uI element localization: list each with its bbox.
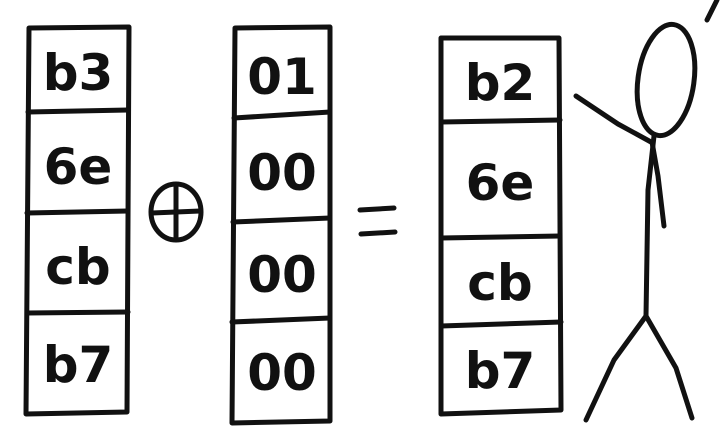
cell-label: b2 (465, 54, 536, 112)
cell-label: cb (467, 254, 532, 312)
cell-label: 00 (247, 246, 317, 304)
right-column-labels: b2 6e cb b7 (465, 54, 536, 400)
cell-label: 01 (247, 48, 317, 106)
left-column-divider (25, 107, 131, 115)
right-column-outline (438, 35, 564, 417)
equals-icon (357, 205, 398, 237)
left-column-divider (24, 309, 131, 316)
middle-column-labels: 01 00 00 00 (247, 48, 317, 402)
cell-label: 00 (247, 344, 317, 402)
xor-circle-plus-icon (148, 181, 204, 243)
figure-leg-right (643, 313, 695, 421)
figure-exclaim-mark (704, 0, 720, 23)
right-column (438, 35, 564, 417)
cell-label: b7 (465, 342, 536, 400)
left-column (23, 24, 132, 417)
middle-column-outline (229, 24, 333, 426)
cell-label: 00 (247, 144, 317, 202)
left-column-labels: b3 6e cb b7 (43, 44, 114, 394)
stick-figure-icon (573, 0, 720, 423)
right-column-divider (438, 117, 563, 125)
cell-label: 6e (44, 138, 113, 196)
left-column-outline (23, 24, 132, 417)
figure-arm-pointing (573, 93, 654, 145)
right-column-divider (438, 233, 563, 241)
figure-body (643, 133, 657, 319)
middle-column-divider (229, 315, 333, 325)
cell-label: cb (45, 238, 110, 296)
cell-label: 6e (466, 154, 535, 212)
figure-arm-other (649, 139, 667, 229)
left-column-divider (24, 208, 131, 216)
cell-label: b3 (43, 44, 114, 102)
middle-column-divider (230, 215, 333, 225)
right-column-divider (438, 319, 564, 329)
cell-label: b7 (43, 336, 114, 394)
middle-column (229, 24, 333, 426)
figure-leg-left (583, 313, 649, 423)
middle-column-divider (231, 109, 333, 121)
figure-head (634, 21, 698, 139)
